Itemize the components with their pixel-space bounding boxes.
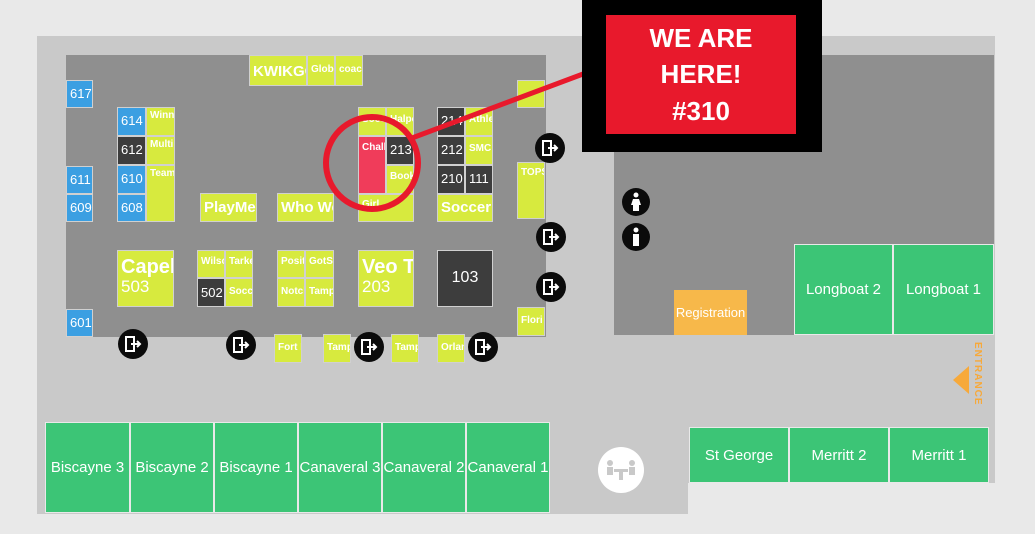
restroom-women-icon [622, 188, 650, 216]
entrance-arrow-icon [953, 366, 969, 394]
room-biscayne-3[interactable]: Biscayne 3 [45, 422, 130, 513]
room-canaveral-3[interactable]: Canaveral 3 [298, 422, 382, 513]
booth-wilson[interactable]: Wilso [197, 250, 225, 278]
booth-playmetrics[interactable]: PlayMet [200, 193, 257, 222]
room-canaveral-2[interactable]: Canaveral 2 [382, 422, 466, 513]
exit-icon [536, 272, 566, 302]
room-st-george[interactable]: St George [689, 427, 789, 483]
room-biscayne-1[interactable]: Biscayne 1 [214, 422, 298, 513]
booth-tarket[interactable]: Tarke [225, 250, 253, 278]
callout-line-3: #310 [672, 95, 730, 126]
booth-212[interactable]: 212 [437, 136, 465, 165]
booth-tamp-2[interactable]: Tamp [323, 334, 351, 363]
booth-tops[interactable]: TOPS [517, 162, 545, 219]
restroom-men-icon [622, 223, 650, 251]
exit-icon [354, 332, 384, 362]
booth-614[interactable]: 614 [117, 107, 146, 136]
booth-fort[interactable]: Fort I [274, 334, 302, 363]
entrance-label: ENTRANCE [972, 342, 983, 406]
booth-who-we[interactable]: Who We [277, 193, 334, 222]
booth-team[interactable]: Team [146, 165, 175, 222]
booth-617[interactable]: 617 [66, 80, 93, 108]
room-merritt-1[interactable]: Merritt 1 [889, 427, 989, 483]
booth-kwikgo[interactable]: KWIKGO [249, 55, 307, 86]
booth-chall-310-highlight[interactable]: Chall [358, 136, 386, 194]
booth-global[interactable]: Global [307, 55, 335, 86]
room-merritt-2[interactable]: Merritt 2 [789, 427, 889, 483]
booth-coach[interactable]: coach [335, 55, 363, 86]
floor-notch [688, 483, 995, 514]
booth-soccer-v[interactable]: Soccer V [437, 194, 493, 222]
booth-posit[interactable]: Posit [277, 250, 305, 278]
exit-icon [118, 329, 148, 359]
booth-flori[interactable]: Flori [517, 307, 545, 336]
room-longboat-1[interactable]: Longboat 1 [893, 244, 994, 335]
booth-capell-name: Capell [121, 256, 173, 278]
registration-desk[interactable]: Registration [674, 290, 747, 335]
room-longboat-2[interactable]: Longboat 2 [794, 244, 893, 335]
booth-601[interactable]: 601 [66, 309, 93, 337]
booth-503-number: 503 [121, 277, 150, 296]
booth-notch[interactable]: Notch [277, 278, 305, 307]
callout-line-1: WE ARE [649, 22, 753, 53]
callout-line-2: HERE! [660, 59, 742, 90]
booth-veo-name: Veo Te [362, 256, 414, 278]
booth-203-number: 203 [362, 277, 391, 296]
booth-608[interactable]: 608 [117, 194, 146, 222]
booth-veo-203[interactable]: Veo Te 203 [358, 250, 414, 307]
booth-611[interactable]: 611 [66, 166, 93, 194]
booth-tamp[interactable]: Tamp [305, 278, 334, 307]
booth-orlan[interactable]: Orlan [437, 334, 465, 363]
lounge-seating-icon [598, 447, 644, 493]
booth-winn[interactable]: Winn [146, 107, 175, 136]
booth-socce[interactable]: Socce [225, 278, 253, 307]
booth-capell-503[interactable]: Capell 503 [117, 250, 174, 307]
callout-we-are-here: WE ARE HERE! #310 [606, 15, 796, 134]
booth-612[interactable]: 612 [117, 136, 146, 165]
booth-gotsoccer[interactable]: GotSo [305, 250, 334, 278]
exit-icon [535, 133, 565, 163]
exit-icon [468, 332, 498, 362]
booth-210[interactable]: 210 [437, 165, 465, 194]
booth-smc[interactable]: SMC [465, 136, 493, 165]
room-biscayne-2[interactable]: Biscayne 2 [130, 422, 214, 513]
booth-tamp-3[interactable]: Tamp [391, 334, 419, 363]
exit-icon [226, 330, 256, 360]
booth-111[interactable]: 111 [465, 165, 493, 194]
booth-610[interactable]: 610 [117, 165, 146, 194]
booth-609[interactable]: 609 [66, 194, 93, 222]
booth-502[interactable]: 502 [197, 278, 225, 307]
room-canaveral-1[interactable]: Canaveral 1 [466, 422, 550, 513]
booth-multi[interactable]: Multi [146, 136, 175, 165]
exit-icon [536, 222, 566, 252]
booth-103[interactable]: 103 [437, 250, 493, 307]
